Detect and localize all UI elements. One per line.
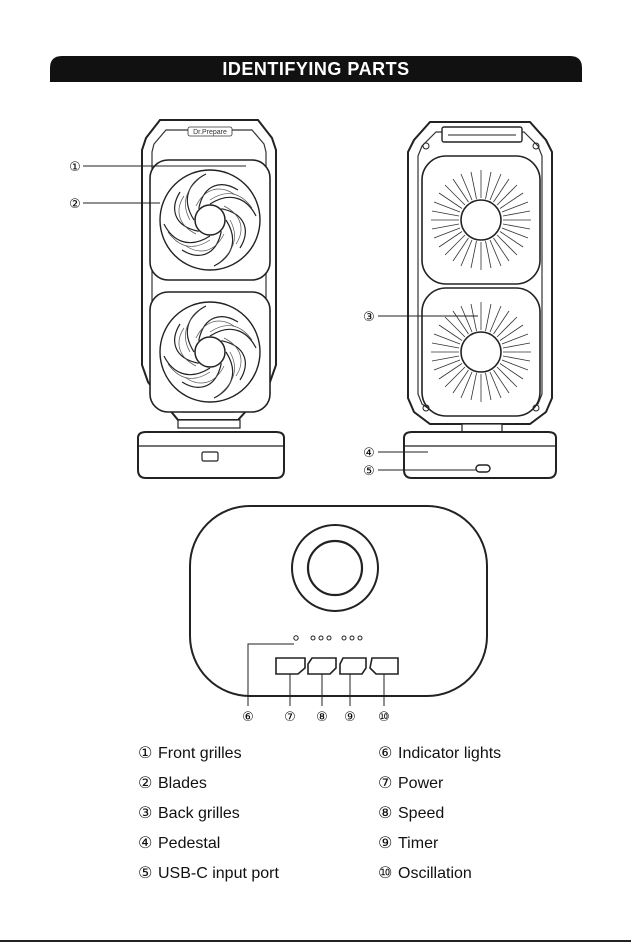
- part-label: Pedestal: [158, 835, 220, 852]
- part-number: ⑥: [378, 738, 398, 767]
- part-label: Blades: [158, 775, 207, 792]
- part-number: ⑨: [378, 828, 398, 857]
- part-label: Back grilles: [158, 805, 240, 822]
- part-label: Timer: [398, 835, 438, 852]
- callout-7: ⑦: [284, 710, 296, 725]
- parts-diagram: Dr.Prepare: [0, 0, 631, 730]
- part-number: ⑤: [138, 858, 158, 887]
- fan-back-view: [404, 122, 556, 478]
- fan-front-view: Dr.Prepare: [138, 120, 284, 478]
- part-number: ③: [138, 798, 158, 827]
- part-number: ⑦: [378, 768, 398, 797]
- part-number: ②: [138, 768, 158, 797]
- page-bottom-rule: [0, 940, 631, 942]
- callout-3: ③: [363, 310, 375, 325]
- part-label: Indicator lights: [398, 745, 501, 762]
- callout-5: ⑤: [363, 464, 375, 479]
- part-number: ①: [138, 738, 158, 767]
- callout-4: ④: [363, 446, 375, 461]
- callout-6: ⑥: [242, 710, 254, 725]
- brand-logo: Dr.Prepare: [193, 129, 227, 136]
- callout-2: ②: [69, 197, 81, 212]
- part-label: Front grilles: [158, 745, 242, 762]
- callout-1: ①: [69, 160, 81, 175]
- part-number: ⑧: [378, 798, 398, 827]
- callout-9: ⑨: [344, 710, 356, 725]
- part-number: ④: [138, 828, 158, 857]
- part-label: USB-C input port: [158, 865, 279, 882]
- callout-8: ⑧: [316, 710, 328, 725]
- part-label: Speed: [398, 805, 444, 822]
- part-label: Oscillation: [398, 865, 472, 882]
- callout-10: ⑩: [378, 710, 390, 725]
- base-top-view: [190, 506, 487, 696]
- part-label: Power: [398, 775, 443, 792]
- part-number: ⑩: [378, 858, 398, 887]
